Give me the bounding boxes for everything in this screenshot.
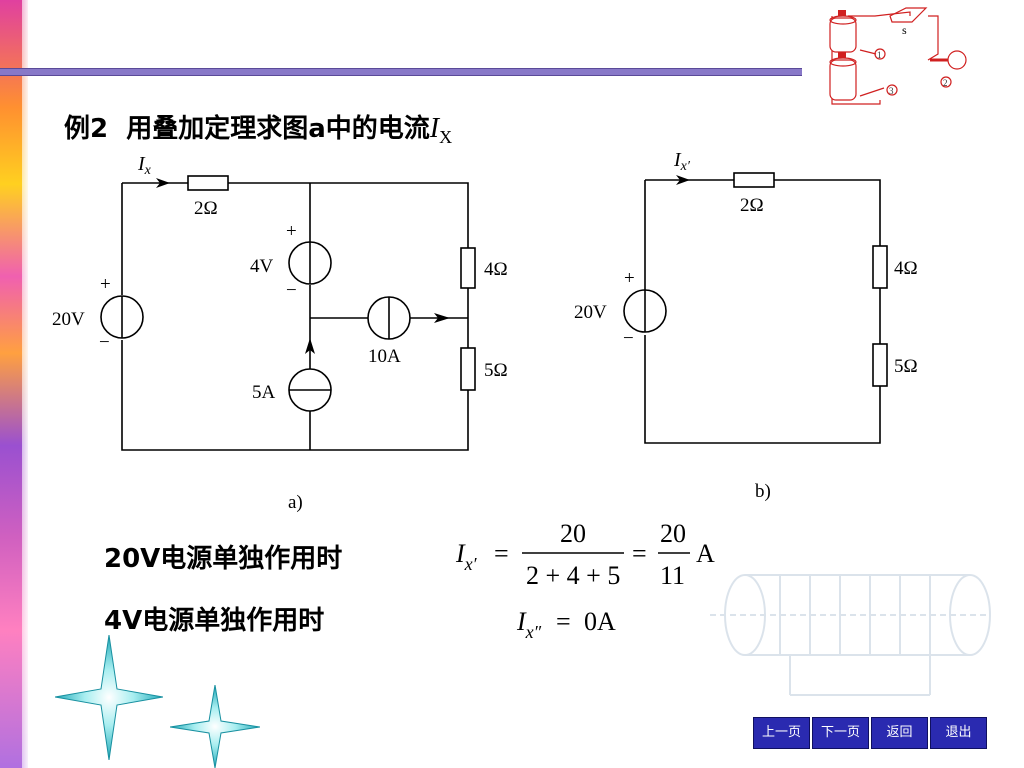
title-text: 用叠加定理求图a中的电流 — [126, 114, 430, 144]
eq1-denominator2: 11 — [660, 561, 685, 590]
title-prefix: 例2 — [64, 114, 109, 144]
voltage-source-b-20v — [623, 289, 667, 333]
eq1-numerator: 20 — [560, 519, 586, 548]
label-b-5ohm: 5Ω — [894, 356, 918, 377]
back-button[interactable]: 返回 — [871, 717, 928, 749]
label-a-20v: 20V — [52, 309, 85, 330]
eq1-lhs: Ix′ — [455, 539, 478, 574]
resistor-b-5ohm — [872, 343, 888, 387]
logo-n2: 2 — [943, 78, 948, 88]
statement-20v: 20V电源单独作用时 — [104, 544, 343, 574]
circuit-b-diagram: Ix′ 2Ω 20V + − 4Ω 5Ω b) — [574, 149, 918, 502]
slide-title: 例2 用叠加定理求图a中的电流IX — [64, 108, 452, 148]
label-b-20v-minus: − — [623, 328, 634, 349]
voltage-source-a-20v — [100, 295, 144, 339]
exit-button[interactable]: 退出 — [930, 717, 987, 749]
sparkle-star-icon-small — [170, 685, 260, 768]
label-a-20v-minus: − — [99, 332, 110, 353]
label-a-5a: 5A — [252, 382, 276, 403]
eq1-denominator: 2 + 4 + 5 — [526, 561, 620, 590]
eq1-equals: = — [494, 539, 509, 568]
caption-a: a) — [288, 492, 303, 513]
label-a-20v-plus: + — [100, 274, 111, 295]
eq1-unit: A — [696, 539, 715, 568]
logo-s-label: s — [902, 23, 907, 37]
title-var: I — [429, 113, 440, 144]
eq2-lhs: Ix″ — [516, 607, 542, 642]
arrow-a-5a — [305, 338, 315, 354]
header-rule — [0, 68, 802, 76]
circuit-a-diagram: Ix 2Ω 20V + − 4V + − 10A 5A 4Ω 5Ω a) — [52, 153, 508, 513]
label-a-10a: 10A — [368, 346, 401, 367]
eq2-equals: = — [556, 607, 571, 636]
label-a-2ohm: 2Ω — [194, 198, 218, 219]
label-b-ix: Ix′ — [673, 149, 691, 174]
eq1-equals2: = — [632, 539, 647, 568]
title-var-sub: X — [439, 127, 453, 147]
current-source-a-5a — [288, 368, 332, 412]
label-a-ix: Ix — [137, 153, 152, 178]
arrow-b-ix — [676, 175, 690, 185]
equations: Ix′ = 20 2 + 4 + 5 = 20 11 A Ix″ = 0A — [455, 519, 715, 642]
eq1-numerator2: 20 — [660, 519, 686, 548]
solenoid-watermark-icon — [710, 574, 991, 696]
label-b-2ohm: 2Ω — [740, 195, 764, 216]
caption-b: b) — [755, 481, 771, 502]
prev-page-button[interactable]: 上一页 — [753, 717, 810, 749]
resistor-a-4ohm — [460, 247, 476, 289]
logo-n1: 1 — [877, 50, 882, 60]
label-a-4ohm: 4Ω — [484, 259, 508, 280]
arrow-a-ix — [156, 178, 170, 188]
label-b-20v: 20V — [574, 302, 607, 323]
sparkle-star-icon-large — [55, 635, 163, 760]
resistor-b-4ohm — [872, 245, 888, 289]
label-a-4v-minus: − — [286, 280, 297, 301]
resistor-a-2ohm — [187, 175, 229, 191]
left-decorative-bar — [0, 0, 30, 768]
label-a-5ohm: 5Ω — [484, 360, 508, 381]
label-a-4v: 4V — [250, 256, 274, 277]
circuit-logo-icon: s 1 3 2 — [829, 7, 967, 105]
current-source-a-10a — [367, 296, 411, 340]
next-page-button[interactable]: 下一页 — [812, 717, 869, 749]
resistor-a-5ohm — [460, 347, 476, 391]
eq2-value: 0A — [584, 607, 616, 636]
label-b-20v-plus: + — [624, 268, 635, 289]
voltage-source-a-4v — [288, 241, 332, 285]
resistor-b-2ohm — [733, 172, 775, 188]
label-b-4ohm: 4Ω — [894, 258, 918, 279]
statement-4v: 4V电源单独作用时 — [104, 606, 325, 636]
arrow-a-10a — [434, 313, 450, 323]
label-a-4v-plus: + — [286, 221, 297, 242]
logo-n3: 3 — [889, 86, 894, 96]
